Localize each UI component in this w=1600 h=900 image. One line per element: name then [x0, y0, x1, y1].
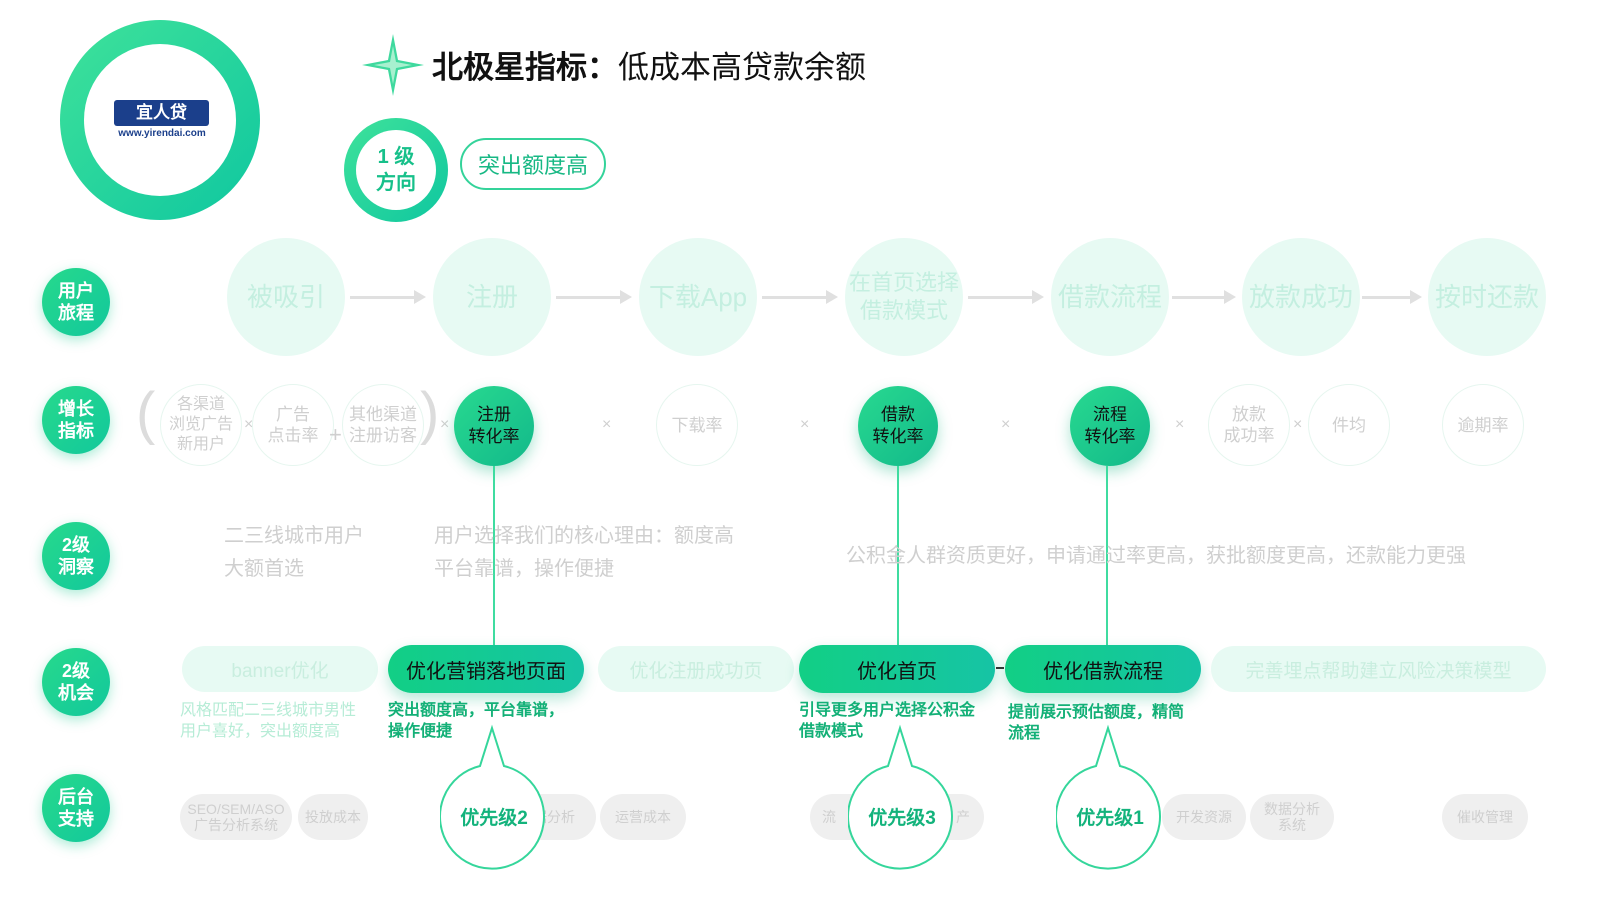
- support-pill: 数据分析 系统: [1250, 794, 1334, 840]
- support-pill: 投放成本: [298, 794, 368, 840]
- level1-direction: 突出额度高: [460, 138, 606, 190]
- connector-line: [897, 466, 899, 646]
- priority-bubble-3: [848, 724, 953, 870]
- logo-ring: 宜人贷 www.yirendai.com: [60, 20, 260, 220]
- row-label-line: 2级: [61, 661, 90, 681]
- metric-flow-conversion: 流程 转化率: [1070, 386, 1150, 466]
- title-bold: 北极星指标：: [432, 50, 618, 85]
- journey-stage: 注册: [433, 238, 551, 356]
- opportunity-reg-success: 优化注册成功页: [598, 646, 794, 692]
- row-label-insight: 2级洞察: [42, 522, 110, 590]
- row-label-opportunity: 2级机会: [42, 648, 110, 716]
- support-pill: 催收管理: [1442, 794, 1528, 840]
- row-label-metrics: 增长指标: [42, 386, 110, 454]
- opportunity-loan-flow: 优化借款流程: [1005, 645, 1201, 693]
- journey-stage: 放款成功: [1242, 238, 1360, 356]
- row-label-line: 洞察: [58, 557, 94, 577]
- opportunity-note: 提前展示预估额度，精简 流程: [1008, 704, 1185, 742]
- op-plus: +: [329, 422, 342, 447]
- row-label-line: 增长: [58, 399, 94, 419]
- journey-stage: 被吸引: [227, 238, 345, 356]
- row-label-line: 机会: [58, 683, 94, 703]
- insight-line: 平台靠谱，操作便捷: [434, 558, 614, 580]
- support-pill: SEO/SEM/ASO 广告分析系统: [180, 794, 292, 840]
- opportunity-banner: banner优化: [182, 646, 378, 692]
- level1-line2: 方向: [376, 172, 416, 194]
- insight-line: 用户选择我们的核心理由：额度高: [434, 525, 734, 547]
- brand-logo: 宜人贷: [114, 100, 209, 126]
- op-multiply: ×: [1001, 416, 1011, 433]
- opportunity-home: 优化首页: [799, 645, 995, 693]
- insight-line: 公积金人群资质更好，申请通过率更高，获批额度更高，还款能力更强: [846, 545, 1466, 567]
- metric-overdue-rate: 逾期率: [1442, 384, 1524, 466]
- page-title: 北极星指标：低成本高贷款余额: [432, 42, 866, 87]
- priority-bubble-1: [1056, 724, 1161, 870]
- title-rest: 低成本高贷款余额: [618, 50, 866, 85]
- row-label-line: 支持: [58, 809, 94, 829]
- row-label-support: 后台支持: [42, 774, 110, 842]
- paren-right: ): [420, 381, 440, 446]
- metric-ad-ctr: 广告 点击率: [252, 384, 334, 466]
- op-multiply: ×: [800, 416, 810, 433]
- journey-arrow: [350, 290, 426, 304]
- row-label-line: 指标: [58, 421, 94, 441]
- metric-other-channel: 其他渠道 注册访客: [342, 384, 424, 466]
- support-pill: 运营成本: [600, 794, 686, 840]
- op-multiply: ×: [1175, 416, 1185, 433]
- op-multiply: ×: [602, 416, 612, 433]
- journey-stage: 借款流程: [1051, 238, 1169, 356]
- journey-stage: 按时还款: [1428, 238, 1546, 356]
- connector-line: [1106, 466, 1108, 646]
- op-multiply: ×: [244, 416, 254, 433]
- opportunity-landing-page: 优化营销落地页面: [388, 645, 584, 693]
- journey-arrow: [1172, 290, 1236, 304]
- brand-url: www.yirendai.com: [118, 128, 206, 139]
- priority-bubble-2: [440, 724, 545, 870]
- journey-stage: 下载App: [639, 238, 757, 356]
- journey-stage: 在首页选择 借款模式: [845, 238, 963, 356]
- support-pill: 开发资源: [1162, 794, 1246, 840]
- row-label-line: 2级: [61, 535, 90, 555]
- connector-line: [493, 466, 495, 646]
- opportunity-note: 风格匹配二三线城市男性 用户喜好，突出额度高: [180, 702, 357, 740]
- row-label-line: 后台: [58, 787, 94, 807]
- priority-label-2: 优先级2: [460, 807, 528, 829]
- opportunity-dash: [996, 667, 1004, 669]
- metric-reg-conversion: 注册 转化率: [454, 386, 534, 466]
- opportunity-note: 突出额度高，平台靠谱， 操作便捷: [388, 702, 565, 740]
- journey-arrow: [968, 290, 1044, 304]
- journey-arrow: [556, 290, 632, 304]
- metric-download-rate: 下载率: [656, 384, 738, 466]
- opportunity-risk-model: 完善埋点帮助建立风险决策模型: [1211, 646, 1546, 692]
- metric-release-success: 放款 成功率: [1208, 384, 1290, 466]
- paren-left: (: [136, 381, 156, 446]
- level1-line1: 1 级: [377, 146, 415, 168]
- opportunity-note: 引导更多用户选择公积金 借款模式: [799, 702, 976, 740]
- journey-arrow: [1362, 290, 1422, 304]
- row-label-journey: 用户旅程: [42, 268, 110, 336]
- metric-loan-conversion: 借款 转化率: [858, 386, 938, 466]
- row-label-line: 用户: [58, 281, 94, 301]
- north-star-icon: [362, 34, 424, 96]
- priority-label-3: 优先级3: [868, 807, 936, 829]
- journey-arrow: [762, 290, 838, 304]
- metric-channel-new-users: 各渠道 浏览广告 新用户: [160, 384, 242, 466]
- metric-avg-amount: 件均: [1308, 384, 1390, 466]
- insight-line: 二三线城市用户: [224, 525, 364, 547]
- insight-line: 大额首选: [224, 558, 304, 580]
- op-multiply: ×: [440, 416, 450, 433]
- op-multiply: ×: [1293, 416, 1303, 433]
- row-label-line: 旅程: [58, 303, 94, 323]
- level1-inner: 1 级 方向: [356, 130, 436, 210]
- priority-label-1: 优先级1: [1076, 807, 1144, 829]
- level1-badge: 1 级 方向: [344, 118, 448, 222]
